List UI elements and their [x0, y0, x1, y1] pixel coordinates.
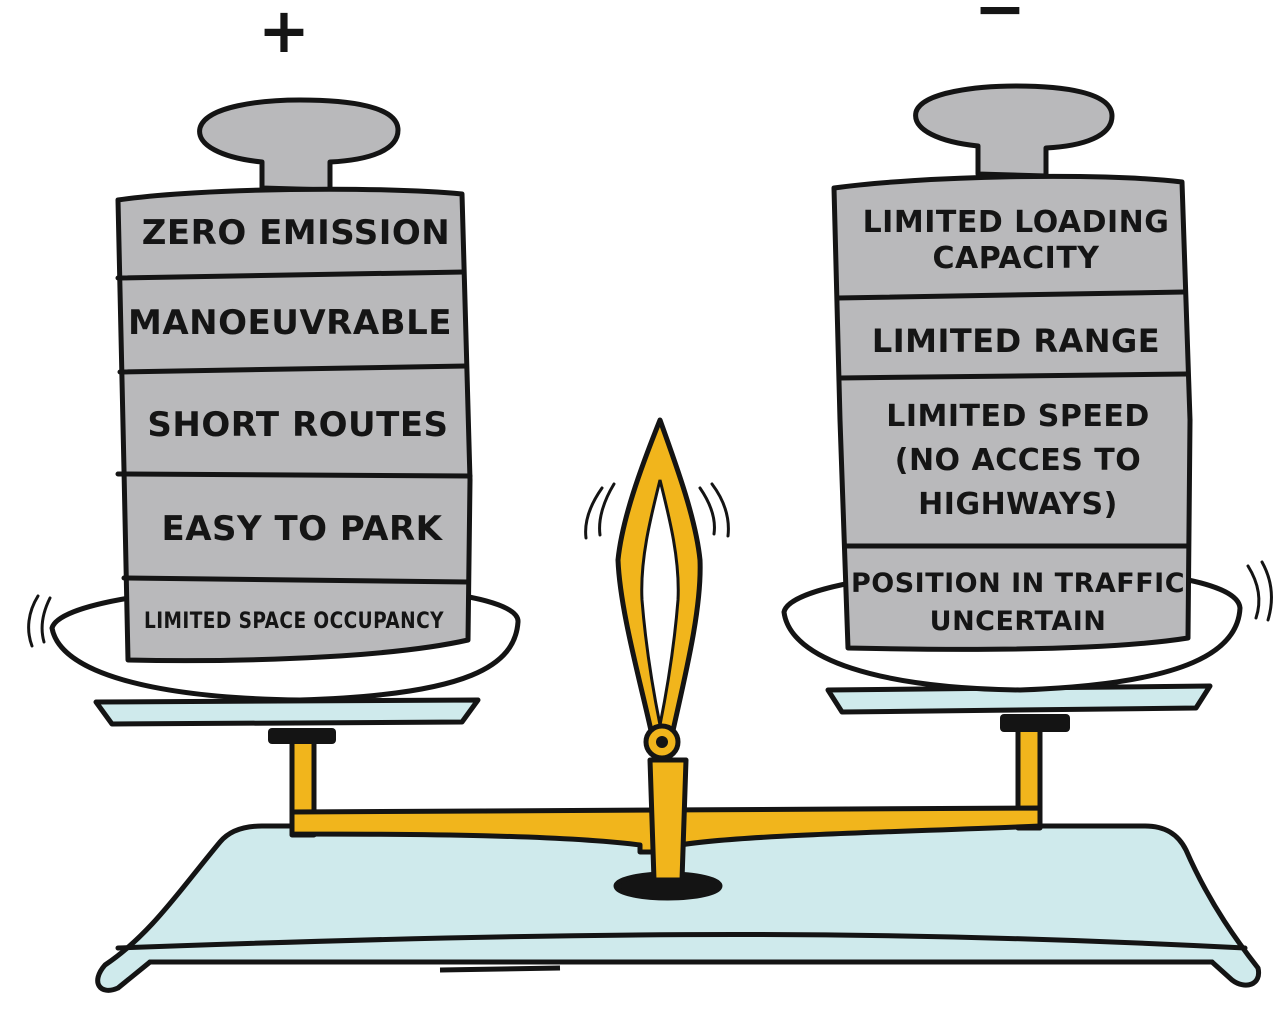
left-segment-label: MANOEUVRABLE	[128, 303, 452, 343]
right-segment-line: UNCERTAIN	[930, 606, 1107, 637]
left-pan-wobble-marks	[27, 594, 52, 648]
right-segment-line: LIMITED RANGE	[872, 322, 1160, 360]
minus-sign: −	[974, 0, 1026, 45]
left-segment-label: LIMITED SPACE OCCUPANCY	[144, 609, 444, 634]
scale-pointer	[615, 417, 703, 761]
left-weight-labels: ZERO EMISSION MANOEUVRABLE SHORT ROUTES …	[128, 213, 452, 634]
pointer-wobble-marks	[584, 482, 730, 540]
scale-beam	[268, 714, 1070, 901]
right-segment-line: (NO ACCES TO	[895, 443, 1142, 478]
right-segment-line: CAPACITY	[932, 241, 1100, 276]
right-segment-line: LIMITED SPEED	[886, 399, 1150, 434]
right-segment-label: LIMITED RANGE	[872, 322, 1160, 360]
left-segment-label: SHORT ROUTES	[147, 405, 448, 445]
scale-base	[95, 823, 1262, 993]
right-segment-line: POSITION IN TRAFFIC	[851, 568, 1185, 599]
left-segment-label: EASY TO PARK	[161, 509, 443, 549]
left-segment-label: ZERO EMISSION	[142, 213, 450, 253]
plus-sign: +	[258, 0, 310, 67]
right-segment-label: POSITION IN TRAFFIC UNCERTAIN	[851, 568, 1185, 637]
right-segment-line: HIGHWAYS)	[918, 487, 1118, 522]
right-segment-label: LIMITED SPEED (NO ACCES TO HIGHWAYS)	[886, 399, 1150, 522]
right-pan-wobble-marks	[1246, 560, 1273, 622]
right-segment-line: LIMITED LOADING	[863, 205, 1170, 240]
left-weight: ZERO EMISSION MANOEUVRABLE SHORT ROUTES …	[115, 97, 473, 664]
